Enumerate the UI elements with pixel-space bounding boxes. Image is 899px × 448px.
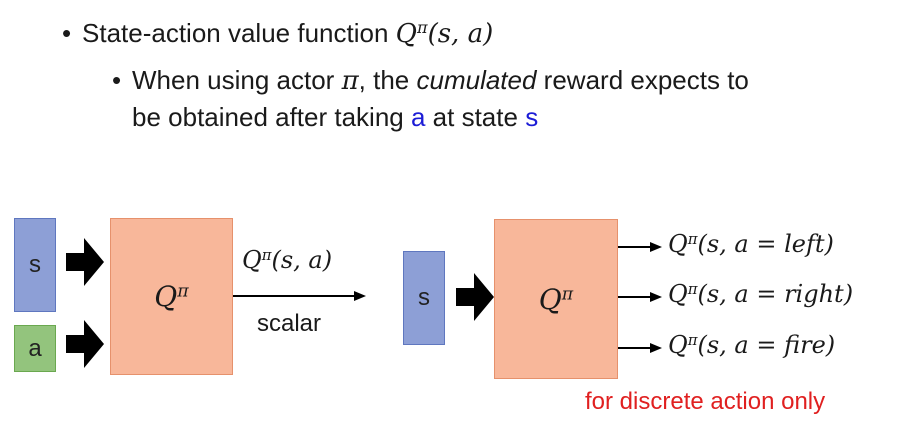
output-arrow-fire xyxy=(650,343,662,353)
input-arrow-s xyxy=(66,238,104,286)
scalar-note: scalar xyxy=(257,310,322,337)
input-arrow-s-right xyxy=(456,273,494,321)
scalar-output-label: Qπ(s, a) xyxy=(242,245,333,274)
bullet-dot: • xyxy=(62,18,72,48)
q-network-box: Qπ xyxy=(110,218,233,375)
bullet2-line1: •When using actor π, the cumulated rewar… xyxy=(112,62,749,99)
bullet-dot: • xyxy=(112,65,122,95)
q-network-box-right: Qπ xyxy=(494,219,618,379)
output-q-left: Qπ(s, a = left) xyxy=(668,229,834,258)
output-q-fire: Qπ(s, a = fire) xyxy=(668,330,836,359)
output-q-right: Qπ(s, a = right) xyxy=(668,279,854,308)
bullet2-line2: be obtained after taking a at state s xyxy=(132,102,539,132)
q-network-label-right: Qπ xyxy=(538,282,574,316)
input-box-s-right: s xyxy=(403,251,445,345)
q-network-label: Qπ xyxy=(154,280,189,313)
input-box-a: a xyxy=(14,325,56,372)
output-arrow-right xyxy=(650,292,662,302)
input-arrow-a xyxy=(66,320,104,368)
input-box-s: s xyxy=(14,218,56,312)
bullet1-text: State-action value function xyxy=(82,18,396,48)
bullet-state-action-value: • State-action value function Qπ(s, a) xyxy=(62,18,493,49)
discrete-action-note: for discrete action only xyxy=(585,388,826,415)
output-arrow-left xyxy=(650,242,662,252)
output-arrow-head xyxy=(354,291,366,301)
bullet-cumulated-reward: •When using actor π, the cumulated rewar… xyxy=(112,62,749,135)
bullet1-math: Qπ(s, a) xyxy=(395,18,494,49)
